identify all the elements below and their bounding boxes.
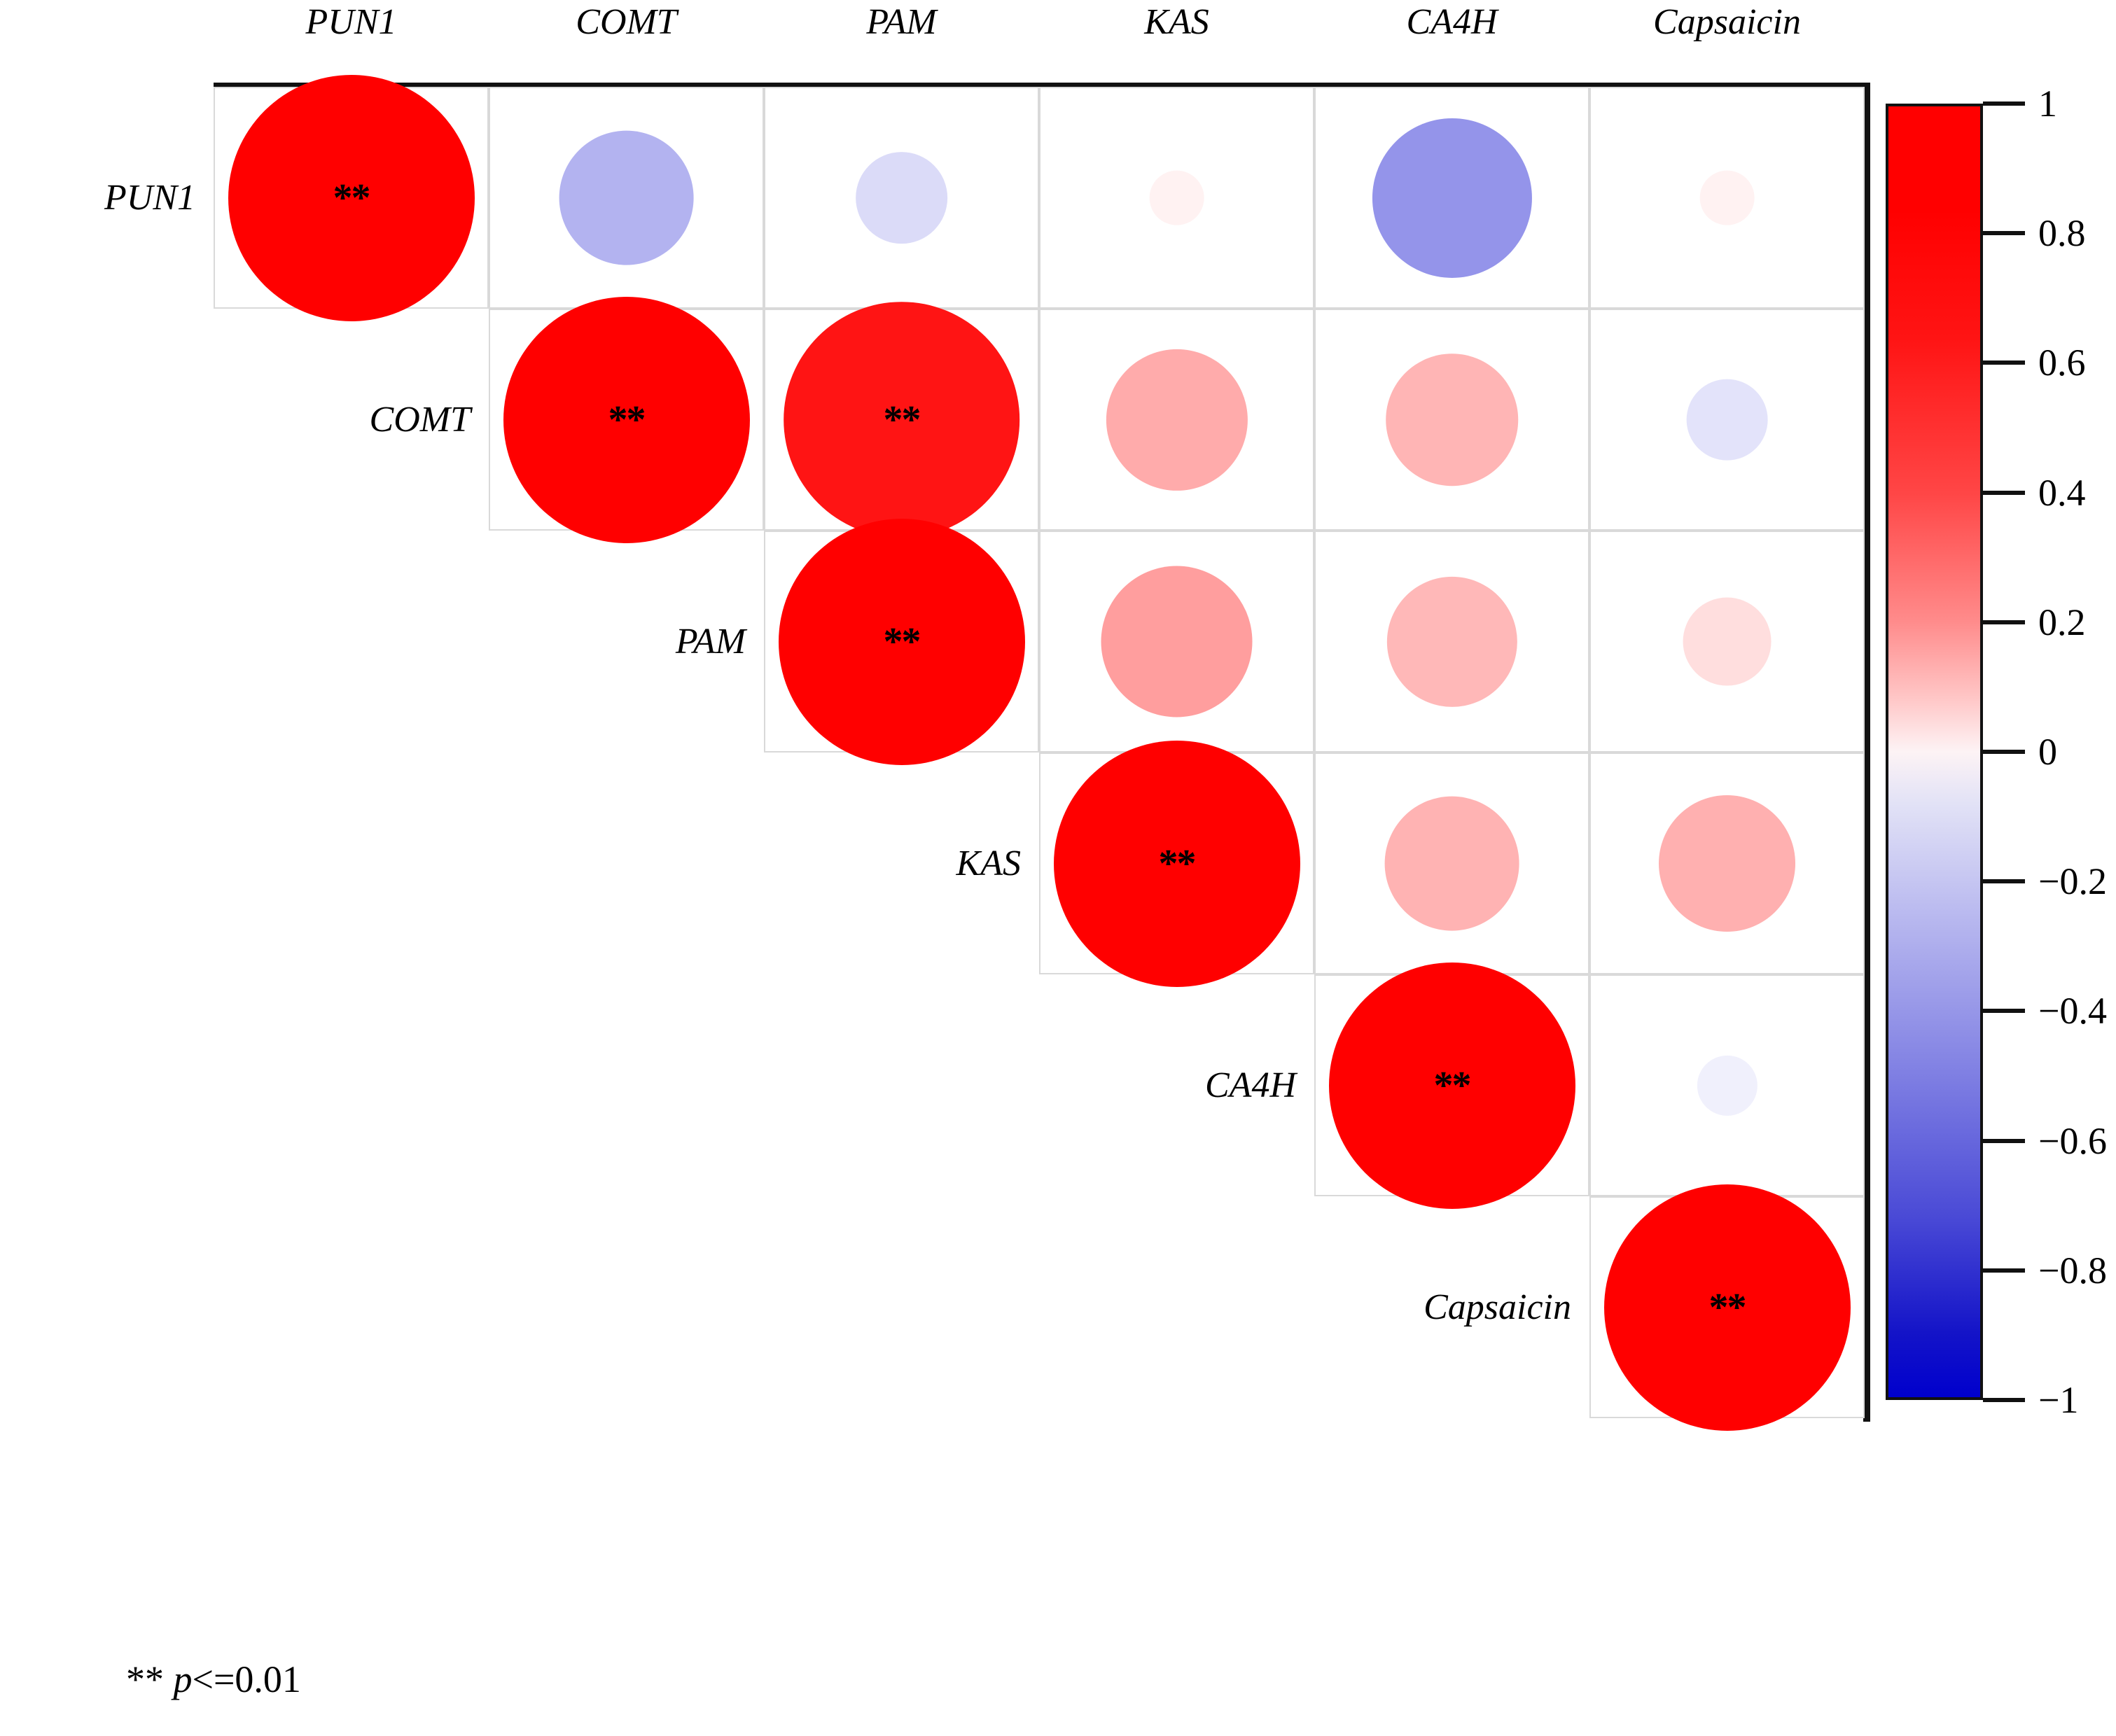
correlation-bubble	[1328, 962, 1575, 1209]
colorbar-tick-label: −1	[2038, 1379, 2079, 1421]
correlation-bubble	[855, 151, 948, 244]
p-threshold: <=0.01	[192, 1658, 301, 1700]
colorbar-tick-mark	[1983, 1138, 2025, 1143]
correlation-bubble	[783, 301, 1020, 538]
colorbar-tick-mark	[1983, 1009, 2025, 1014]
matrix-top-rule	[214, 83, 1869, 90]
correlation-bubble	[1658, 794, 1796, 932]
correlation-bubble	[1683, 597, 1772, 686]
colorbar-tick-mark	[1983, 620, 2025, 624]
colorbar-tick-label: 0.4	[2038, 471, 2086, 514]
correlation-bubble	[1699, 170, 1755, 225]
significance-footnote: ** p<=0.01	[126, 1660, 301, 1698]
colorbar-tick-label: −0.8	[2038, 1249, 2107, 1292]
correlation-bubble	[559, 130, 694, 265]
colorbar-tick-mark	[1983, 102, 2025, 106]
colorbar-tick-mark	[1983, 231, 2025, 236]
column-header-pam: PAM	[866, 2, 937, 42]
colorbar-tick-label: −0.2	[2038, 860, 2107, 903]
row-label-ca4h: CA4H	[1205, 1065, 1296, 1105]
correlation-bubble	[1101, 566, 1253, 718]
column-header-ca4h: CA4H	[1406, 2, 1498, 42]
colorbar-tick-mark	[1983, 490, 2025, 495]
colorbar-tick-label: 1	[2038, 83, 2057, 125]
colorbar-legend: 1 0.8 0.6 0.4 0.2 0 −0.2 −0.4 −0.6 −0.8 −1	[1886, 85, 2107, 1419]
significance-marker: **	[126, 1658, 174, 1700]
row-label-kas: KAS	[956, 843, 1021, 883]
correlation-bubble	[503, 296, 750, 543]
colorbar-tick-label: 0.2	[2038, 601, 2086, 643]
correlation-bubble	[1386, 576, 1517, 707]
column-header-capsaicin: Capsaicin	[1653, 2, 1801, 42]
correlation-bubble	[1603, 1184, 1851, 1431]
row-label-capsaicin: Capsaicin	[1424, 1287, 1571, 1327]
colorbar-tick-label: −0.4	[2038, 990, 2107, 1032]
column-header-kas: KAS	[1144, 2, 1209, 42]
colorbar-tick-label: 0	[2038, 731, 2057, 773]
colorbar-tick-mark	[1983, 360, 2025, 365]
colorbar-tick-mark	[1983, 1268, 2025, 1273]
matrix-cell	[764, 87, 1039, 309]
correlation-bubble	[1149, 170, 1204, 225]
matrix-right-rule	[1863, 83, 1870, 1422]
colorbar-tick-label: −0.6	[2038, 1119, 2107, 1162]
colorbar-tick-mark	[1983, 1398, 2025, 1402]
correlation-bubble	[1053, 740, 1300, 987]
p-symbol: p	[173, 1658, 193, 1700]
column-header-pun1: PUN1	[305, 2, 397, 42]
column-header-comt: COMT	[576, 2, 677, 42]
colorbar-tick-label: 0.6	[2038, 342, 2086, 384]
row-label-pam: PAM	[675, 621, 746, 662]
correlation-bubble	[778, 518, 1025, 765]
colorbar-tick-label: 0.8	[2038, 212, 2086, 255]
correlation-bubble	[1385, 353, 1519, 486]
row-label-pun1: PUN1	[104, 177, 195, 218]
colorbar-tick-mark	[1983, 750, 2025, 754]
correlation-bubble	[1372, 118, 1532, 278]
correlation-bubble	[1384, 796, 1519, 931]
colorbar-tick-mark	[1983, 879, 2025, 884]
row-label-comt: COMT	[369, 399, 471, 440]
correlation-bubble	[1686, 379, 1768, 461]
correlation-bubble	[228, 74, 475, 321]
colorbar-gradient	[1886, 104, 1983, 1400]
correlation-bubble	[1106, 349, 1248, 491]
correlation-bubble	[1697, 1055, 1757, 1116]
